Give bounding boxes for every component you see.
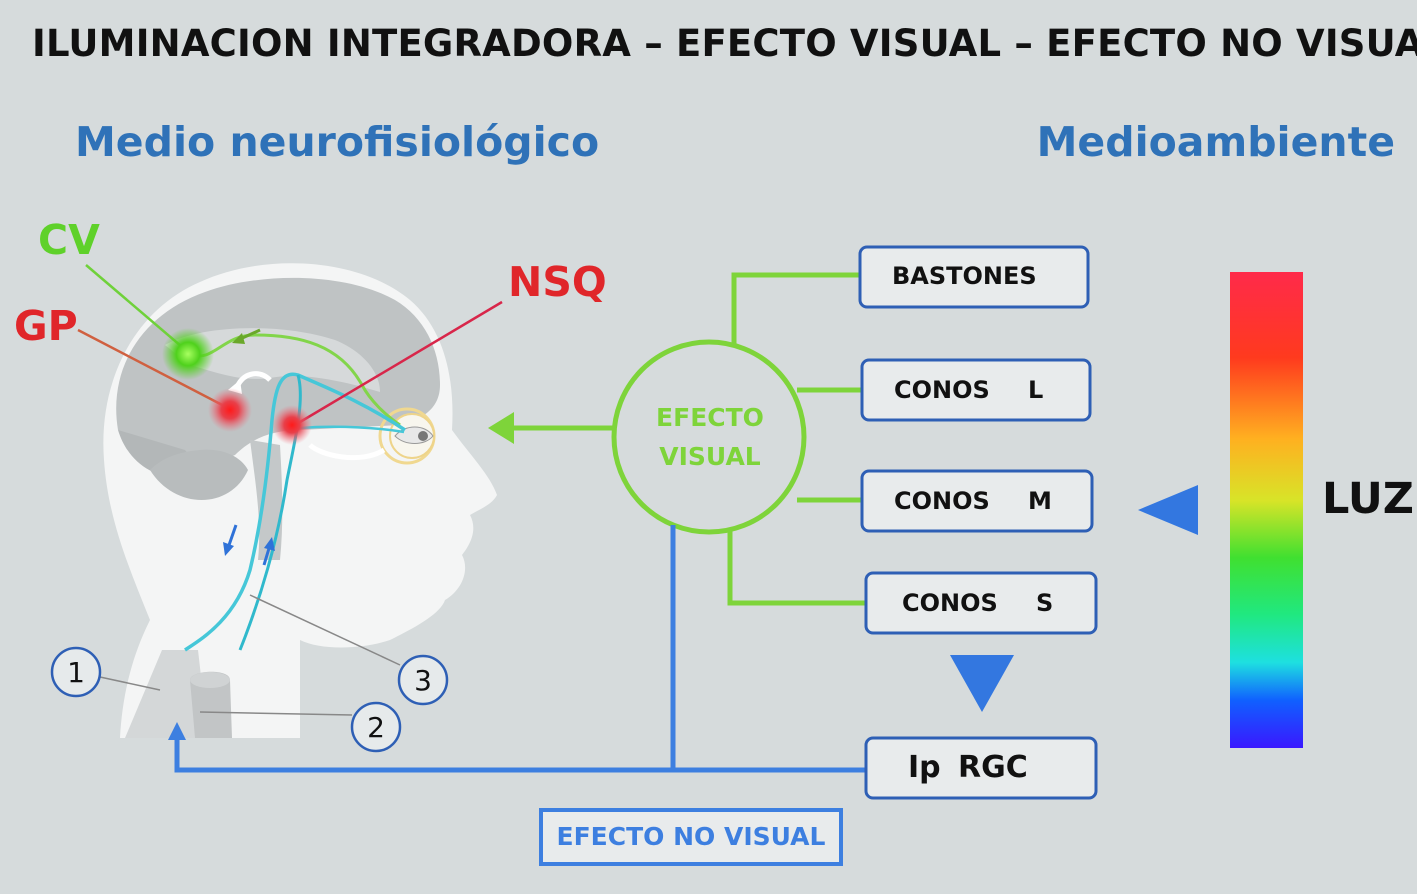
bastones-label: BASTONES <box>892 262 1037 290</box>
conos-l-box <box>860 358 1092 422</box>
nsq-nucleus <box>272 405 312 445</box>
iprgc-box <box>864 736 1098 800</box>
light-arrow-left <box>1138 485 1198 535</box>
conos-l-letter: L <box>1028 376 1044 404</box>
efecto-visual-line2: VISUAL <box>659 442 761 471</box>
number-2-label: 2 <box>367 711 385 744</box>
bastones-box <box>858 245 1090 309</box>
no-visual-path <box>174 525 866 773</box>
gp-nucleus <box>208 388 252 432</box>
efecto-visual-circle <box>611 339 807 535</box>
arrow-to-spine <box>168 722 186 740</box>
head-silhouette <box>103 263 497 738</box>
iprgc-label-b: RGC <box>958 750 1028 785</box>
number-3-circle <box>397 654 449 706</box>
left-heading: Medio neurofisiológico <box>75 118 600 166</box>
number-1-circle <box>50 646 102 698</box>
spectrum-bar <box>1230 272 1303 748</box>
conos-m-letter: M <box>1028 487 1052 515</box>
cv-nucleus <box>162 328 214 380</box>
right-heading: Medioambiente <box>1036 118 1395 166</box>
efecto-no-visual-label: EFECTO NO VISUAL <box>556 822 826 851</box>
efecto-no-visual-box <box>539 808 843 866</box>
arrow-to-head <box>488 412 514 444</box>
cv-label: CV <box>38 216 100 264</box>
conos-s-name: CONOS <box>902 589 998 617</box>
conos-l-name: CONOS <box>894 376 990 404</box>
conos-m-box <box>860 469 1094 533</box>
conos-m-name: CONOS <box>894 487 990 515</box>
iprgc-label-a: Ip <box>908 750 941 785</box>
diagram-title: ILUMINACION INTEGRADORA – EFECTO VISUAL … <box>32 22 1417 65</box>
green-connectors <box>510 272 866 606</box>
down-arrow <box>950 655 1014 712</box>
number-3-label: 3 <box>414 664 432 697</box>
number-1-label: 1 <box>67 656 85 689</box>
efecto-visual-line1: EFECTO <box>656 403 764 432</box>
number-2-circle <box>350 701 402 753</box>
conos-s-box <box>864 571 1098 635</box>
conos-s-letter: S <box>1036 589 1054 617</box>
nsq-label: NSQ <box>508 258 607 306</box>
luz-label: LUZ <box>1322 474 1414 524</box>
gp-label: GP <box>14 302 78 350</box>
